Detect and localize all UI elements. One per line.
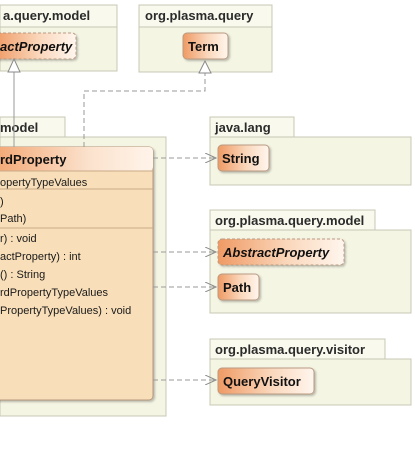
- package-java-lang[interactable]: java.lang String: [209, 116, 412, 186]
- class-name: Path: [223, 280, 251, 295]
- attribute-row: opertyTypeValues: [0, 177, 88, 189]
- class-abstract-property[interactable]: [217, 238, 345, 266]
- method-row: PropertyTypeValues) : void: [0, 305, 131, 317]
- class-name: actProperty: [0, 39, 73, 54]
- method-row: () : String: [0, 269, 45, 281]
- package-query-model-top[interactable]: a.query.model actProperty: [0, 4, 118, 72]
- method-row: actProperty) : int: [0, 251, 81, 263]
- class-abstract-property-top[interactable]: [0, 32, 77, 60]
- class-main-property[interactable]: [0, 146, 154, 401]
- package-title: java.lang: [214, 120, 271, 135]
- class-name: String: [222, 151, 260, 166]
- package-title: a.query.model: [3, 8, 90, 23]
- class-name: Term: [188, 39, 219, 54]
- class-name: QueryVisitor: [223, 374, 301, 389]
- class-query-visitor[interactable]: [217, 367, 315, 395]
- realization-line: [83, 73, 206, 147]
- package-title: org.plasma.query: [145, 8, 254, 23]
- method-row: rdPropertyTypeValues: [0, 287, 109, 299]
- class-string[interactable]: [217, 144, 270, 172]
- package-org-plasma-query-visitor[interactable]: org.plasma.query.visitor QueryVisitor: [209, 338, 412, 406]
- package-org-plasma-query-model[interactable]: org.plasma.query.model AbstractProperty …: [209, 209, 412, 314]
- package-title: org.plasma.query.model: [215, 213, 364, 228]
- generalization-arrowhead: [7, 57, 21, 73]
- connectors: [7, 57, 216, 380]
- package-title: org.plasma.query.visitor: [215, 342, 365, 357]
- realization-arrowhead: [198, 59, 212, 74]
- class-term[interactable]: [182, 32, 229, 60]
- class-path[interactable]: [217, 273, 260, 301]
- main-class-name: rdProperty: [0, 152, 67, 167]
- method-row: r) : void: [0, 233, 37, 245]
- constructor-row: Path): [0, 213, 26, 225]
- constructor-row: ): [0, 196, 4, 208]
- class-name: AbstractProperty: [222, 245, 330, 260]
- package-title: model: [0, 120, 38, 135]
